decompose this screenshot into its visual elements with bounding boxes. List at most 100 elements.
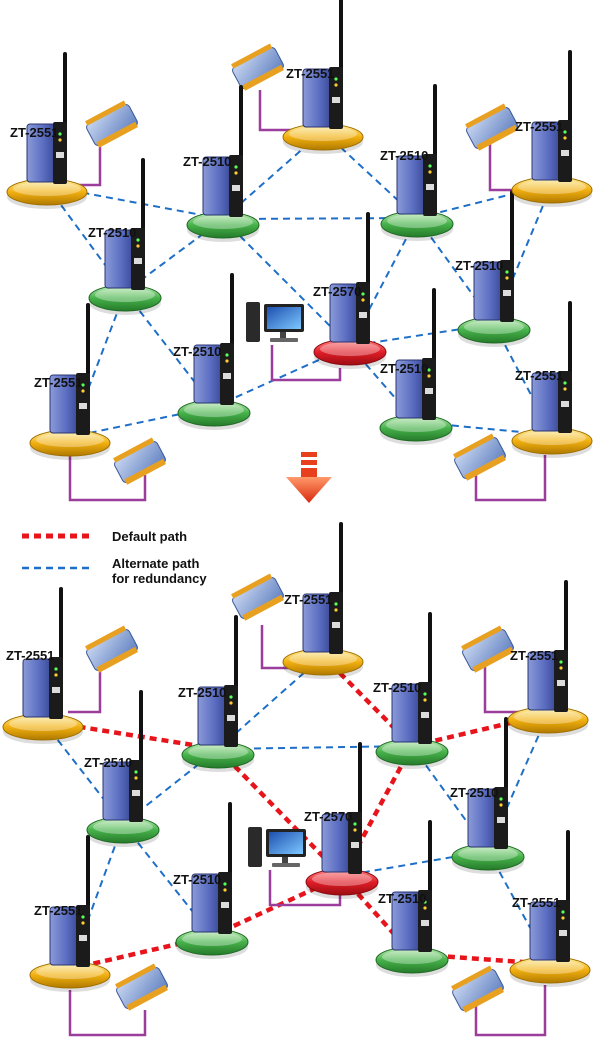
router-device-body xyxy=(396,155,426,215)
end-device-device-port xyxy=(332,97,340,103)
io-module-terminals xyxy=(472,646,514,673)
io-module-terminals xyxy=(96,646,138,673)
router-device-body xyxy=(102,761,132,821)
io-wire xyxy=(488,140,520,192)
end-device-device-led xyxy=(334,77,338,81)
end-device-device-led xyxy=(81,389,85,393)
coordinator-device-led xyxy=(361,298,365,302)
coordinator-device-led xyxy=(353,822,357,826)
end-device-label: ZT-2551 xyxy=(515,119,563,134)
router-device-led xyxy=(223,888,227,892)
router-label: ZT-2510 xyxy=(455,258,503,273)
end-device-label: ZT-2551 xyxy=(284,592,332,607)
router-node: ZT-2510 xyxy=(183,85,260,242)
end-device-device-antenna xyxy=(63,52,67,137)
io-wire xyxy=(270,345,342,382)
router-base-highlight xyxy=(458,847,518,861)
end-device-device-antenna xyxy=(59,587,63,672)
io-module-terminals xyxy=(124,458,166,485)
router-device-led xyxy=(428,164,432,168)
router-label: ZT-2510 xyxy=(178,685,226,700)
end-device-label: ZT-2551 xyxy=(34,375,82,390)
link-r3-e4 xyxy=(69,291,126,438)
io-module-terminals xyxy=(464,454,506,481)
router-node: ZT-2510 xyxy=(173,802,249,959)
io-module-terminals xyxy=(476,124,518,151)
end-device-node: ZT-2551 xyxy=(2,587,84,744)
end-device-device-led xyxy=(563,387,567,391)
io-module-terminals xyxy=(461,625,503,651)
router-device-led xyxy=(234,165,238,169)
router-device-port xyxy=(221,902,229,908)
router-device-antenna xyxy=(239,85,243,170)
end-device-device-led xyxy=(58,132,62,136)
end-device-base-highlight xyxy=(516,960,584,974)
router-device-antenna xyxy=(139,690,143,775)
router-device-antenna xyxy=(428,612,432,697)
link-r4-e5 xyxy=(493,323,553,436)
io-wire xyxy=(483,665,520,714)
router-device-led xyxy=(134,776,138,780)
down-arrow-icon xyxy=(286,477,332,503)
pc-tower xyxy=(248,827,262,867)
io-module-icon xyxy=(85,100,138,148)
io-wire xyxy=(474,455,547,502)
pc-screen xyxy=(269,832,303,854)
router-device-led xyxy=(423,692,427,696)
router-device-port xyxy=(132,790,140,796)
io-module-terminals xyxy=(465,103,507,129)
end-device-base-highlight xyxy=(13,182,81,196)
io-wire xyxy=(68,990,147,1037)
router-base-highlight xyxy=(182,932,242,946)
end-device-device-led xyxy=(54,667,58,671)
router-device-led xyxy=(229,701,233,705)
end-device-device-port xyxy=(332,622,340,628)
router-device-led xyxy=(225,359,229,363)
coordinator-device-led xyxy=(353,828,357,832)
end-device-node: ZT-2551 xyxy=(6,52,88,209)
router-node: ZT-2510 xyxy=(373,612,449,769)
end-device-device-port xyxy=(559,930,567,936)
router-device-port xyxy=(223,373,231,379)
io-module-terminals xyxy=(462,986,504,1013)
io-module-terminals xyxy=(453,433,495,459)
router-device-led xyxy=(225,353,229,357)
router-device-led xyxy=(134,770,138,774)
io-wire xyxy=(68,450,147,502)
end-device-device-led xyxy=(81,383,85,387)
end-device-device-port xyxy=(79,935,87,941)
io-module-terminals xyxy=(115,963,157,989)
link-r4-e5 xyxy=(487,850,551,965)
end-device-base-highlight xyxy=(36,965,104,979)
io-wire xyxy=(474,985,547,1037)
pc-tower xyxy=(246,302,260,342)
legend-alternate-path: Alternate path xyxy=(112,556,199,571)
io-wire xyxy=(68,665,102,714)
router-node: ZT-2510 xyxy=(455,190,531,347)
router-device-antenna xyxy=(504,717,508,802)
end-device-base-highlight xyxy=(9,717,77,731)
end-device-device-body xyxy=(529,901,559,961)
end-device-device-led xyxy=(559,660,563,664)
end-device-device-led xyxy=(563,381,567,385)
legend-default-path: Default path xyxy=(112,529,187,544)
io-wire xyxy=(268,870,342,907)
router-base-highlight xyxy=(95,288,155,302)
router-device-led xyxy=(427,374,431,378)
io-module-terminals xyxy=(242,594,284,621)
coordinator-node: ZT-2570 xyxy=(304,742,379,899)
router-device-led xyxy=(499,797,503,801)
end-device-device-antenna xyxy=(339,522,343,607)
io-wires xyxy=(68,90,547,502)
io-module-icon xyxy=(231,573,284,621)
router-device-port xyxy=(227,715,235,721)
router-device-led xyxy=(223,882,227,886)
end-device-device-led xyxy=(561,916,565,920)
legend: Default path Alternate path for redundan… xyxy=(22,529,207,586)
pc-stand xyxy=(282,857,288,863)
link-e2-r2 xyxy=(322,130,418,219)
router-device-led xyxy=(505,276,509,280)
io-module-icon xyxy=(465,103,518,151)
